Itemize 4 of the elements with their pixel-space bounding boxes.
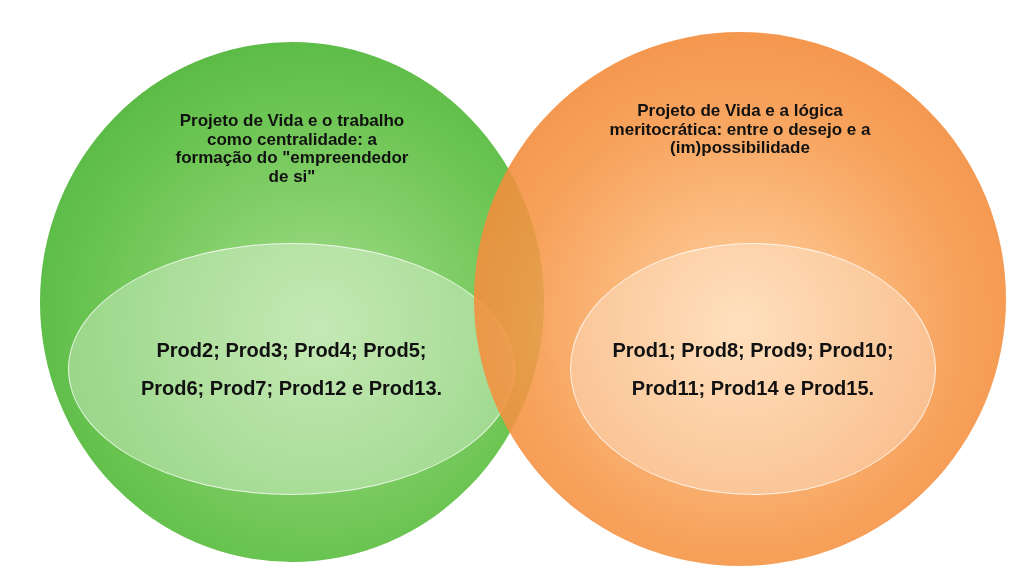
circle-title: Projeto de Vida e o trabalho como centralidade: a formação do "empreendedor de si" (174, 112, 410, 187)
product-list: Prod2; Prod3; Prod4; Prod5; Prod6; Prod7; Prod12 e Prod13. (126, 331, 457, 407)
circle-title: Projeto de Vida e a lógica meritocrática: entre o desejo e a (im)possibilidade (608, 102, 872, 159)
product-list: Prod1; Prod8; Prod9; Prod10; Prod11; Prod14 e Prod15. (598, 331, 908, 407)
